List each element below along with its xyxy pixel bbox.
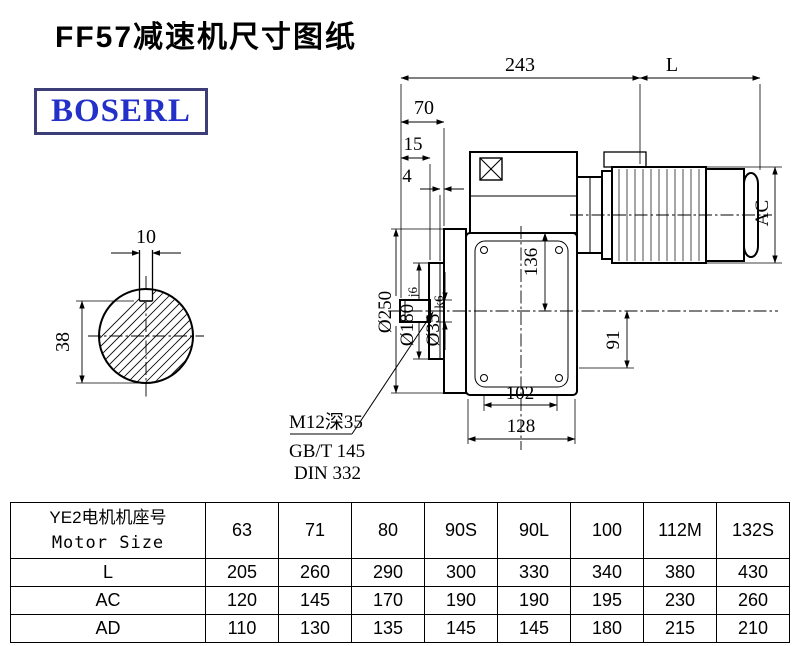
dim-35: Ø35 k6 <box>423 272 448 350</box>
dim-136: 136 <box>521 232 548 312</box>
value-cell: 190 <box>424 586 498 615</box>
frame-size-90L: 90L <box>497 502 571 559</box>
frame-size-100: 100 <box>570 502 644 559</box>
shaft-keyway <box>138 250 154 302</box>
value-cell: 330 <box>497 558 571 587</box>
dim-180-label: Ø180 <box>397 304 418 346</box>
dim-136-label: 136 <box>521 248 542 277</box>
value-cell: 135 <box>351 614 425 643</box>
dim-102: 102 <box>483 383 558 411</box>
value-cell: 120 <box>205 586 279 615</box>
value-cell: 230 <box>643 586 717 615</box>
dim-91-label: 91 <box>603 331 624 350</box>
frame-size-112M: 112M <box>643 502 717 559</box>
dim-keyway-depth: 38 <box>52 300 148 384</box>
frame-size-80: 80 <box>351 502 425 559</box>
value-cell: 130 <box>278 614 352 643</box>
gearbox-main-view <box>388 151 778 450</box>
dim-243-label: 243 <box>505 54 535 76</box>
shaft-end-view: 10 38 <box>52 226 204 398</box>
dim-243: 243 <box>400 54 641 164</box>
value-cell: 170 <box>351 586 425 615</box>
frame-size-90S: 90S <box>424 502 498 559</box>
shaft-hatching <box>100 290 192 382</box>
dim-4: 4 <box>402 166 464 261</box>
dim-AC-label: AC <box>752 200 773 226</box>
frame-size-63: 63 <box>205 502 279 559</box>
value-cell: 215 <box>643 614 717 643</box>
dim-AC: AC <box>706 166 782 264</box>
value-cell: 145 <box>497 614 571 643</box>
motor-size-header-cn: YE2电机机座号 <box>49 507 167 527</box>
dim-70-label: 70 <box>414 97 434 119</box>
value-cell: 195 <box>570 586 644 615</box>
dim-38-label: 38 <box>52 332 74 352</box>
table-row-AC: AC 120 145 170 190 190 195 230 260 <box>10 586 790 615</box>
table-header-row: YE2电机机座号 Motor Size 63 71 80 90S 90L 100… <box>10 502 790 559</box>
motor-fins <box>618 169 700 261</box>
fan-endcap <box>743 172 759 258</box>
dim-4-label: 4 <box>402 166 412 187</box>
dim-250: Ø250 <box>375 228 444 394</box>
dim-180-tolerance: j6 <box>405 286 420 298</box>
value-cell: 290 <box>351 558 425 587</box>
dim-128-label: 128 <box>507 416 536 437</box>
value-cell: 205 <box>205 558 279 587</box>
thread-note: M12深35 GB/T 145 DIN 332 <box>289 311 434 484</box>
value-cell: 260 <box>278 558 352 587</box>
dim-102-label: 102 <box>506 383 535 404</box>
dim-35-label: Ø35 <box>423 314 444 347</box>
value-cell: 260 <box>716 586 790 615</box>
motor <box>576 151 759 264</box>
note-gbt-label: GB/T 145 <box>289 441 365 462</box>
dim-L: L <box>639 54 761 170</box>
dim-15-label: 15 <box>404 134 423 155</box>
boserl-logo: BOSERL <box>34 88 208 135</box>
dimensions: 243 L 70 15 <box>289 54 782 484</box>
page-title: FF57减速机尺寸图纸 <box>55 21 358 54</box>
note-din-label: DIN 332 <box>294 463 361 484</box>
value-cell: 430 <box>716 558 790 587</box>
gear-housing <box>465 151 578 396</box>
row-label-AD: AD <box>10 614 206 643</box>
motor-size-header-en: Motor Size <box>51 532 165 553</box>
table-row-AD: AD 110 130 135 145 145 180 215 210 <box>10 614 790 643</box>
frame-size-132S: 132S <box>716 502 790 559</box>
table-row-L: L 205 260 290 300 330 340 380 430 <box>10 558 790 587</box>
value-cell: 340 <box>570 558 644 587</box>
value-cell: 145 <box>278 586 352 615</box>
dim-70: 70 <box>400 97 445 226</box>
top-bolt <box>479 157 503 181</box>
technical-drawing: 10 38 <box>52 54 782 484</box>
logo-text: BOSERL <box>51 93 191 129</box>
value-cell: 145 <box>424 614 498 643</box>
value-cell: 300 <box>424 558 498 587</box>
frame-size-71: 71 <box>278 502 352 559</box>
dim-35-tolerance: k6 <box>431 295 446 309</box>
note-thread-label: M12深35 <box>289 411 363 433</box>
row-label-AC: AC <box>10 586 206 615</box>
value-cell: 190 <box>497 586 571 615</box>
row-label-L: L <box>10 558 206 587</box>
value-cell: 210 <box>716 614 790 643</box>
value-cell: 110 <box>205 614 279 643</box>
dim-128: 128 <box>467 399 576 444</box>
motor-size-table: YE2电机机座号 Motor Size 63 71 80 90S 90L 100… <box>10 502 790 643</box>
dim-250-label: Ø250 <box>375 291 396 333</box>
dim-91: 91 <box>579 310 634 369</box>
value-cell: 380 <box>643 558 717 587</box>
motor-size-header-cell: YE2电机机座号 Motor Size <box>10 502 206 559</box>
value-cell: 180 <box>570 614 644 643</box>
dim-10-label: 10 <box>136 226 156 248</box>
dim-180: Ø180 j6 <box>397 262 429 360</box>
dim-L-label: L <box>666 54 678 76</box>
dim-15: 15 <box>400 134 431 260</box>
dim-keyway-width: 10 <box>111 226 181 256</box>
